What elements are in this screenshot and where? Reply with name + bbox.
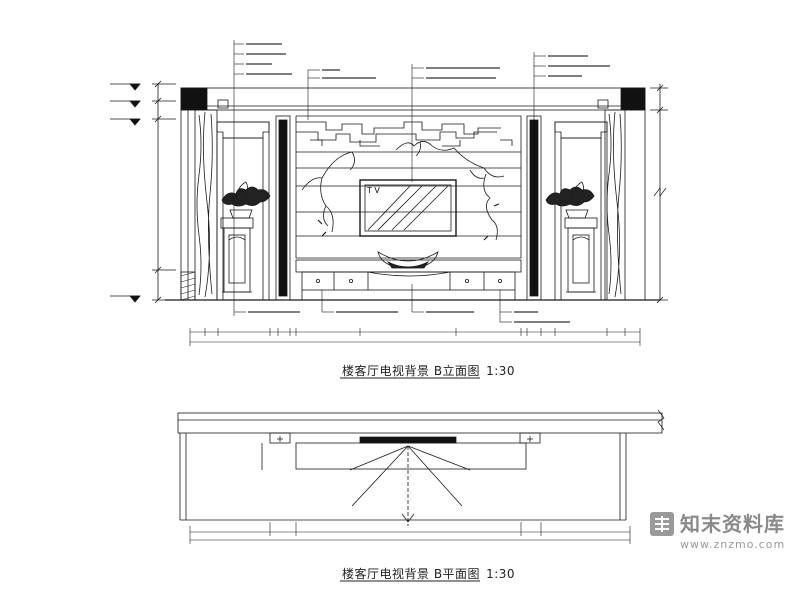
plan-view [177,409,665,544]
callout-text-marks [246,43,610,323]
ornament-bowl [377,251,439,269]
plan-tv [359,436,457,444]
pedestal-right [564,217,598,293]
elevation-view: T V [110,40,668,346]
tv-cabinet-top [295,259,522,273]
level-markers [110,83,141,303]
wall-panel-left [194,109,218,301]
tv-cabinet-body [301,271,516,291]
ceiling-band [180,87,646,111]
dimension-bottom [189,328,641,346]
bonsai-right [545,181,595,219]
watermark-url: www.znzmo.com [680,538,786,551]
elevation-scale: 1:30 [486,364,516,378]
wall-panel-right [604,109,626,301]
plan-title-text: 楼客厅电视背景 B平面图 [342,567,481,581]
elevation-title-text: 楼客厅电视背景 B立面图 [342,364,481,378]
plan-title-underline [340,580,480,582]
plan-scale: 1:30 [486,567,516,581]
niche-right [554,121,608,301]
watermark-brand: 知末资料库 [680,512,785,536]
brand-logo-icon [650,512,674,536]
tv-label: T V [366,186,380,195]
tv-screen [359,179,457,237]
tv-wall: T V [295,115,522,300]
ceiling-corner-left [180,87,208,111]
niche-left [216,121,270,301]
callout-leaders [233,40,546,323]
plan-title: 楼客厅电视背景 B平面图 1:30 [342,565,515,582]
plan-wall-band [177,412,663,434]
dimension-left [152,80,176,304]
pedestal-left [220,217,254,293]
ceiling-corner-right [620,87,646,111]
elevation-title: 楼客厅电视背景 B立面图 1:30 [342,362,515,379]
elevation-title-underline [340,377,480,379]
view-angle-lines [349,445,471,507]
watermark: 知末资料库 www.znzmo.com [648,500,800,560]
dimension-right [650,84,668,304]
